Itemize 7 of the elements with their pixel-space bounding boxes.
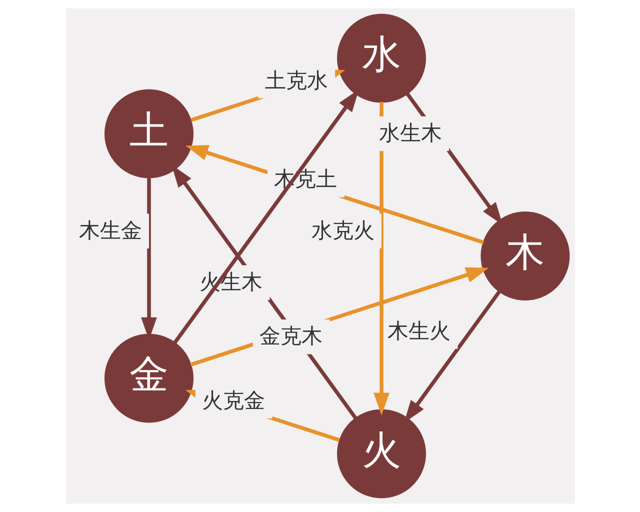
edge-label: 水生木 [378, 120, 442, 146]
edge-label: 金克木 [259, 323, 322, 348]
edge-label: 木生火 [387, 318, 450, 343]
edge-label: 水克火 [310, 217, 374, 242]
edge-label: 木生金 [78, 218, 142, 242]
edge-label: 火克金 [202, 387, 265, 412]
edge-label: 土克水 [264, 67, 328, 92]
